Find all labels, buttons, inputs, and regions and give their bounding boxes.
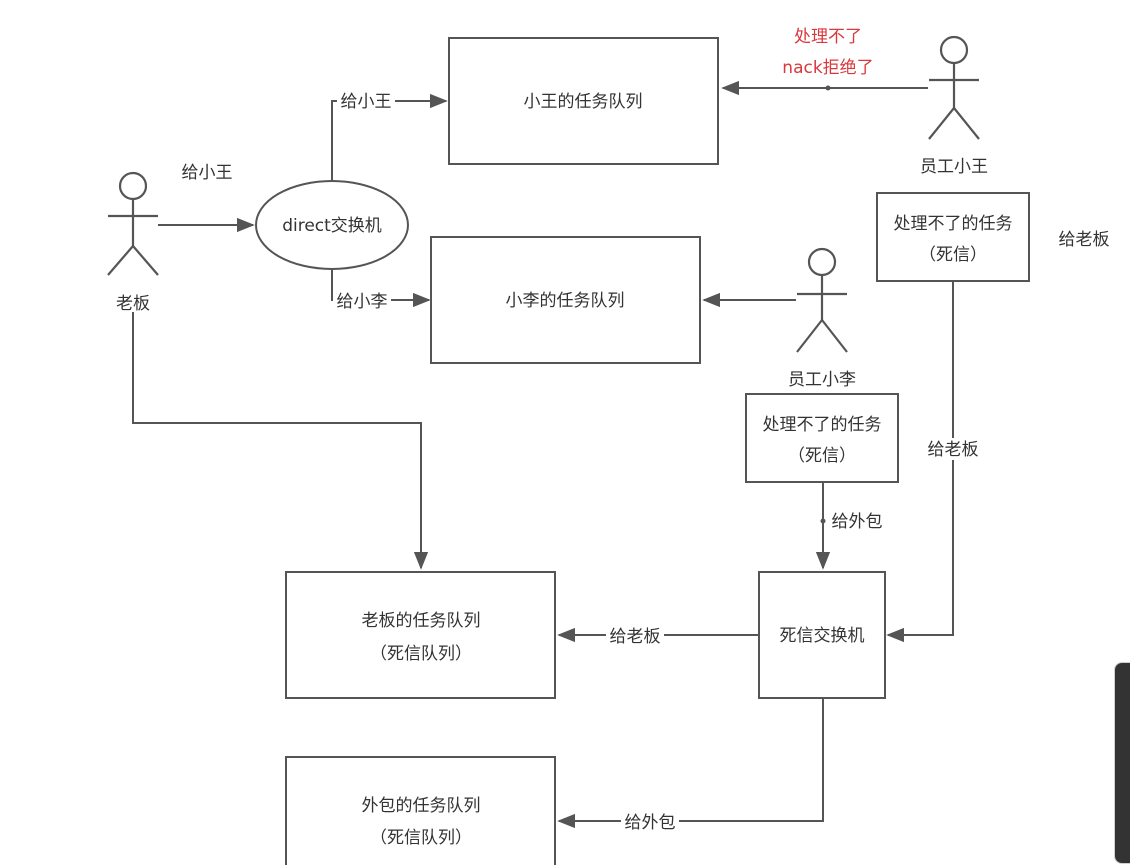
xiaoli-queue-box [430, 236, 701, 364]
xiaoli-actor-icon [796, 247, 848, 353]
vertical-scrollbar[interactable] [1114, 662, 1130, 864]
edge-waypoint-dot [820, 518, 826, 524]
dead-letter-exchange-box [758, 571, 886, 699]
outsource-queue-box [285, 756, 556, 865]
wang-deadletter-sublabel: （死信） [919, 245, 987, 265]
li-deadletter-label: 处理不了的任务 [763, 415, 882, 435]
direct-exchange-label: direct交换机 [282, 216, 382, 236]
xiaowang-actor-icon [928, 35, 980, 140]
xiaowang-actor-label: 员工小王 [920, 157, 988, 177]
edge-boss-to-boss-queue [132, 312, 429, 570]
reject-label-line1: 处理不了 [794, 27, 862, 47]
edge-waypoint-dot [825, 85, 831, 91]
boss-queue-sublabel: （死信队列） [370, 644, 472, 664]
direct-exchange-ellipse [255, 180, 409, 270]
edge-exchange-to-xiaoli-queue [331, 270, 431, 308]
outsource-queue-label: 外包的任务队列 [362, 796, 481, 816]
edge-label-boss-to-exchange: 给小王 [182, 163, 233, 183]
edge-label-exchange-to-li: 给小李 [337, 292, 388, 312]
boss-queue-label: 老板的任务队列 [362, 611, 481, 631]
node-text: 小王的任务队列 小李的任务队列 direct交换机 处理不了的任务 （死信） 处… [282, 92, 1012, 848]
edge-label-li-deadletter: 给外包 [832, 512, 883, 532]
li-deadletter-sublabel: （死信） [788, 446, 856, 466]
edge-labels: 给小王 给小王 给小李 处理不了 nack拒绝了 给老板 给老板 给外包 给老板… [182, 27, 1110, 833]
outsource-queue-sublabel: （死信队列） [370, 828, 472, 848]
edge-wang-deadletter-to-dlx [886, 282, 954, 643]
edge-label-dlx-to-boss: 给老板 [610, 627, 661, 647]
boss-actor-label: 老板 [116, 294, 150, 314]
xiaoli-queue-label: 小李的任务队列 [506, 291, 625, 311]
edge-dlx-to-outsource-queue [557, 698, 824, 829]
xiaowang-queue-label: 小王的任务队列 [524, 92, 643, 112]
wang-deadletter-box [876, 192, 1030, 282]
li-deadletter-box [745, 393, 899, 483]
xiaoli-actor-label: 员工小李 [788, 370, 856, 390]
boss-queue-box [285, 571, 556, 699]
wang-deadletter-label: 处理不了的任务 [894, 214, 1013, 234]
dead-letter-exchange-label: 死信交换机 [780, 626, 865, 646]
edge-exchange-to-xiaowang-queue [331, 93, 448, 180]
actor-names: 老板 员工小王 员工小李 [116, 157, 988, 390]
boss-actor-icon [107, 171, 159, 276]
xiaowang-queue-box [448, 37, 719, 165]
edge-label-dlx-to-outsource: 给外包 [625, 813, 676, 833]
edge-label-wang-deadletter-mid: 给老板 [928, 440, 979, 460]
nodes [255, 37, 1030, 865]
reject-label-line2: nack拒绝了 [782, 58, 873, 78]
edge-label-wang-deadletter-top: 给老板 [1059, 230, 1110, 250]
edge-label-exchange-to-wang: 给小王 [341, 92, 392, 112]
